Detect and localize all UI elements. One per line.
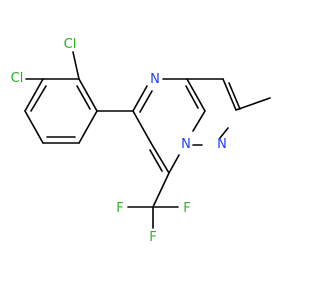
atom-label-n: N: [181, 137, 191, 152]
atom-label-f: F: [116, 201, 123, 216]
atom-label-f: F: [183, 201, 190, 216]
atom-label-f: F: [149, 230, 156, 245]
bond: [78, 78, 98, 112]
atom-label-n: N: [217, 137, 227, 152]
atom-label-cl: Cl: [64, 37, 77, 52]
bond-double-inner: [30, 85, 47, 112]
bond: [219, 127, 229, 139]
atom-label-n: N: [150, 72, 160, 87]
bond: [228, 82, 241, 110]
bond: [72, 51, 80, 80]
bond: [24, 110, 44, 144]
molecule-svg: Cl Cl N N N F F F: [11, 37, 271, 245]
bond: [222, 78, 237, 111]
bond: [24, 78, 44, 112]
bond: [235, 97, 271, 111]
bond: [186, 78, 206, 112]
atom-label-set: Cl Cl N N N F F F: [11, 37, 227, 245]
atom-label-cl: Cl: [11, 71, 24, 86]
bond-set: [24, 51, 271, 229]
bond: [168, 154, 180, 174]
bond-double-inner: [185, 85, 199, 109]
bond-double-inner: [76, 85, 91, 110]
bond: [152, 172, 170, 208]
bond: [78, 110, 98, 144]
bond: [192, 110, 206, 132]
bond: [132, 110, 152, 144]
bond-double-inner: [149, 149, 163, 172]
bond-double-inner: [139, 90, 153, 113]
structure-diagram: Cl Cl N N N F F F: [11, 37, 271, 245]
bond: [150, 142, 170, 174]
bond: [132, 85, 148, 112]
